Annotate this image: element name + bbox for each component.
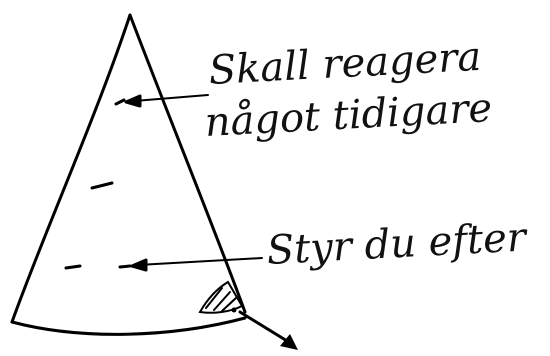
exit-arrow-line <box>238 310 294 346</box>
cone-base-arc <box>10 316 247 336</box>
hatch-line-2 <box>213 291 231 311</box>
cone-left-edge <box>10 13 132 324</box>
hatched-region-outline <box>198 280 244 314</box>
dash-mark-lower-right <box>118 264 132 269</box>
leader-arrowhead-top <box>124 94 142 108</box>
hatch-line-1 <box>205 287 223 309</box>
dash-mark-middle <box>90 181 114 190</box>
leader-line-bottom <box>137 257 263 266</box>
hatch-line-3 <box>221 297 237 312</box>
dash-mark-lower-left <box>64 264 82 270</box>
hatched-region-dot <box>231 307 237 313</box>
leader-line-top <box>133 94 209 102</box>
exit-arrowhead <box>280 334 298 350</box>
dash-mark-upper <box>114 98 126 106</box>
leader-arrowhead-bottom <box>130 258 148 272</box>
cone-right-edge <box>128 13 247 314</box>
